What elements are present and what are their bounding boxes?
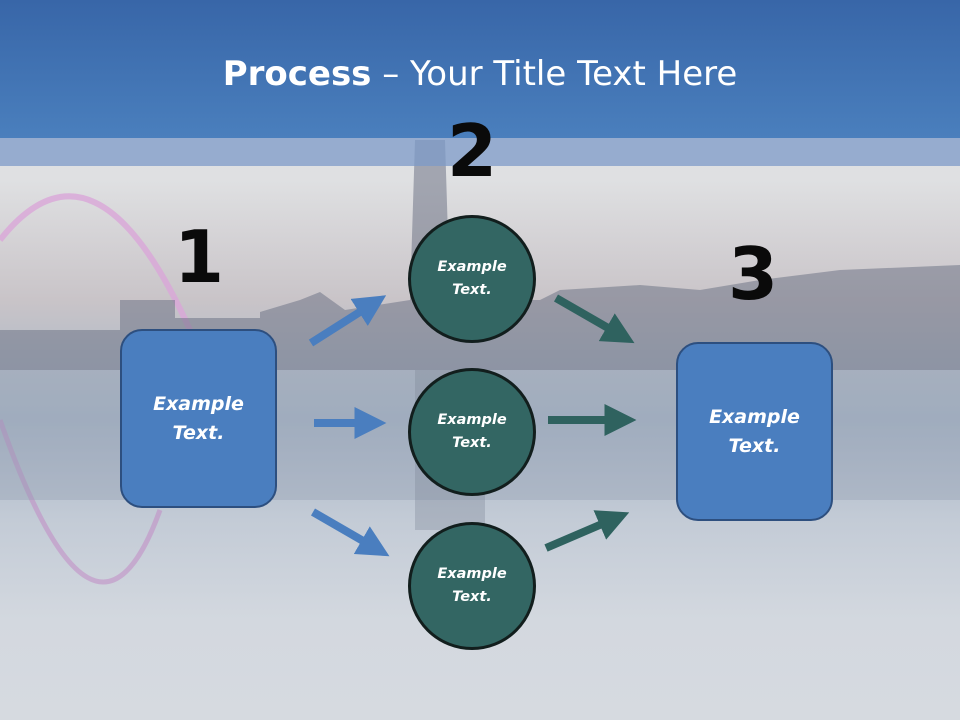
step-circle-bottom: Example Text. [408, 522, 536, 650]
step-circle-top-text: Example Text. [437, 259, 507, 298]
arrow-right-down [554, 294, 635, 344]
step-box-3: Example Text. [676, 342, 833, 521]
title-bold: Process [222, 54, 372, 94]
title-bar [0, 0, 960, 138]
arrow-left-up [308, 295, 387, 347]
step-number-3: 3 [727, 232, 779, 316]
step-number-1: 1 [173, 215, 225, 299]
step-box-1: Example Text. [120, 329, 277, 508]
step-circle-middle-text: Example Text. [437, 412, 507, 451]
slide-title: Process – Your Title Text Here [0, 52, 960, 96]
step-circle-middle: Example Text. [408, 368, 536, 496]
step-circle-top: Example Text. [408, 215, 536, 343]
step-box-3-text: Example Text. [709, 405, 800, 457]
step-circle-bottom-text: Example Text. [437, 566, 507, 605]
step-number-2: 2 [446, 109, 498, 193]
title-rest: – Your Title Text Here [371, 54, 738, 94]
arrow-left-down [310, 508, 390, 557]
arrow-right-up [544, 510, 630, 552]
title-band [0, 138, 960, 166]
step-box-1-text: Example Text. [153, 392, 244, 444]
